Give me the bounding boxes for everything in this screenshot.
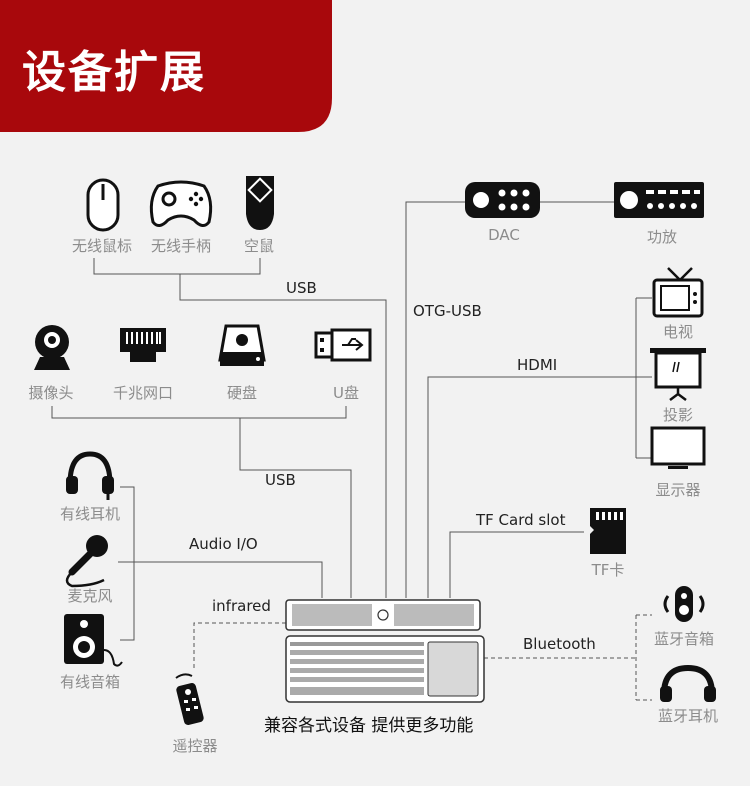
dac-icon bbox=[465, 182, 540, 218]
label-bt-speaker: 蓝牙音箱 bbox=[653, 630, 715, 648]
connection-lines bbox=[51, 201, 652, 641]
label-gamepad: 无线手柄 bbox=[150, 237, 212, 255]
label-usb-mid: USB bbox=[265, 471, 296, 489]
microphone-icon bbox=[65, 535, 108, 588]
tv-icon bbox=[652, 267, 704, 318]
wired-speaker-icon bbox=[64, 614, 123, 667]
hdmi-line bbox=[427, 297, 652, 598]
label-tf-card: TF卡 bbox=[591, 561, 625, 579]
amplifier-icon bbox=[614, 182, 704, 218]
label-air-mouse: 空鼠 bbox=[243, 237, 275, 255]
label-mouse: 无线鼠标 bbox=[71, 237, 133, 255]
center-caption: 兼容各式设备 提供更多功能 bbox=[264, 716, 474, 736]
hdd-icon bbox=[218, 324, 266, 366]
remote-icon bbox=[175, 673, 204, 725]
label-tv: 电视 bbox=[662, 323, 694, 341]
bt-speaker-icon bbox=[663, 586, 705, 622]
ethernet-icon bbox=[120, 328, 166, 362]
label-dac: DAC bbox=[488, 226, 520, 244]
tf-card-icon bbox=[590, 508, 626, 554]
header-banner bbox=[0, 0, 332, 132]
label-hdd: 硬盘 bbox=[226, 384, 258, 402]
label-tf-slot: TF Card slot bbox=[476, 511, 566, 529]
label-headset: 有线耳机 bbox=[59, 505, 121, 523]
label-webcam: 摄像头 bbox=[28, 384, 74, 402]
audio-io-line bbox=[118, 486, 323, 641]
dashed-lines bbox=[193, 614, 652, 701]
label-otg-usb: OTG-USB bbox=[413, 302, 482, 320]
usb-drive-icon bbox=[314, 328, 372, 362]
label-ethernet: 千兆网口 bbox=[112, 384, 174, 402]
label-infrared: infrared bbox=[212, 597, 271, 615]
usb-top-line bbox=[93, 258, 387, 598]
label-monitor: 显示器 bbox=[655, 481, 701, 499]
label-speaker: 有线音箱 bbox=[59, 673, 121, 691]
headset-icon bbox=[66, 451, 114, 500]
bluetooth-line bbox=[484, 614, 652, 701]
label-udisk: U盘 bbox=[333, 384, 359, 402]
usb-mid-line bbox=[51, 406, 352, 598]
infrared-line bbox=[193, 622, 286, 668]
keyboard-device bbox=[285, 599, 485, 703]
label-bluetooth: Bluetooth bbox=[523, 635, 596, 653]
label-usb-top: USB bbox=[286, 279, 317, 297]
label-remote: 遥控器 bbox=[172, 737, 218, 755]
label-audio-io: Audio I/O bbox=[189, 535, 258, 553]
gamepad-icon bbox=[149, 180, 213, 227]
projector-icon bbox=[650, 348, 706, 401]
bt-headset-icon bbox=[660, 664, 716, 702]
label-projector: 投影 bbox=[662, 406, 694, 424]
monitor-icon bbox=[650, 426, 706, 469]
mouse-icon bbox=[86, 178, 120, 232]
label-hdmi: HDMI bbox=[517, 356, 558, 374]
tf-slot-line bbox=[449, 531, 584, 598]
air-mouse-icon bbox=[246, 176, 274, 230]
label-microphone: 麦克风 bbox=[67, 587, 113, 605]
label-bt-headset: 蓝牙耳机 bbox=[657, 707, 719, 725]
webcam-icon bbox=[34, 325, 70, 370]
otg-usb-line bbox=[405, 201, 614, 598]
page-title: 设备扩展 bbox=[22, 47, 206, 98]
label-amplifier: 功放 bbox=[646, 228, 678, 246]
